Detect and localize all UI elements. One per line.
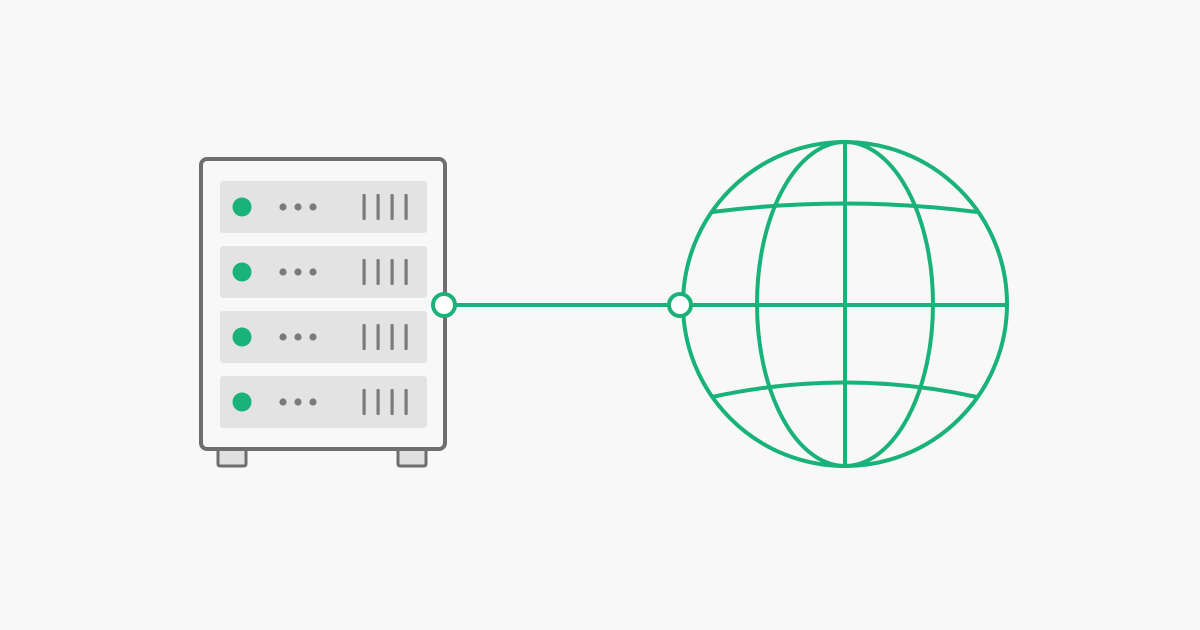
- indicator-dot: [294, 268, 302, 276]
- vent-slot: [362, 259, 366, 285]
- vent-slot: [390, 389, 394, 415]
- indicator-dot: [294, 398, 302, 406]
- globe-connector-node: [667, 292, 693, 318]
- rack-unit: [220, 246, 427, 298]
- server-connector-node: [431, 292, 457, 318]
- rack-unit-panel: [220, 311, 427, 363]
- indicator-dot: [309, 333, 317, 341]
- indicator-dot: [279, 203, 287, 211]
- vent-slot: [404, 389, 408, 415]
- indicator-dot: [279, 333, 287, 341]
- vent-slot: [376, 324, 380, 350]
- indicator-dot: [309, 203, 317, 211]
- rack-unit-panel: [220, 181, 427, 233]
- rack-unit-panel: [220, 246, 427, 298]
- vent-slot: [376, 259, 380, 285]
- globe-latitude-north: [711, 201, 978, 214]
- rack-units: [220, 181, 427, 428]
- rack-unit: [220, 376, 427, 428]
- globe-latitude-south: [711, 380, 978, 399]
- vent-slot: [404, 194, 408, 220]
- indicator-dot: [279, 398, 287, 406]
- vent-slot: [390, 324, 394, 350]
- status-led: [232, 197, 252, 217]
- vent-slot: [362, 389, 366, 415]
- status-led: [232, 327, 252, 347]
- indicator-dot: [309, 268, 317, 276]
- vent-slot: [390, 194, 394, 220]
- indicator-dot: [279, 268, 287, 276]
- vent-slot: [362, 194, 366, 220]
- rack-unit-panel: [220, 376, 427, 428]
- rack-unit: [220, 311, 427, 363]
- status-led: [232, 392, 252, 412]
- indicator-dot: [309, 398, 317, 406]
- rack-unit: [220, 181, 427, 233]
- vent-slot: [404, 324, 408, 350]
- indicator-dot: [294, 203, 302, 211]
- server-rack-icon: [199, 157, 447, 468]
- vent-slot: [376, 194, 380, 220]
- vent-slot: [404, 259, 408, 285]
- indicator-dot: [294, 333, 302, 341]
- vent-slot: [390, 259, 394, 285]
- vent-slot: [376, 389, 380, 415]
- vent-slot: [362, 324, 366, 350]
- status-led: [232, 262, 252, 282]
